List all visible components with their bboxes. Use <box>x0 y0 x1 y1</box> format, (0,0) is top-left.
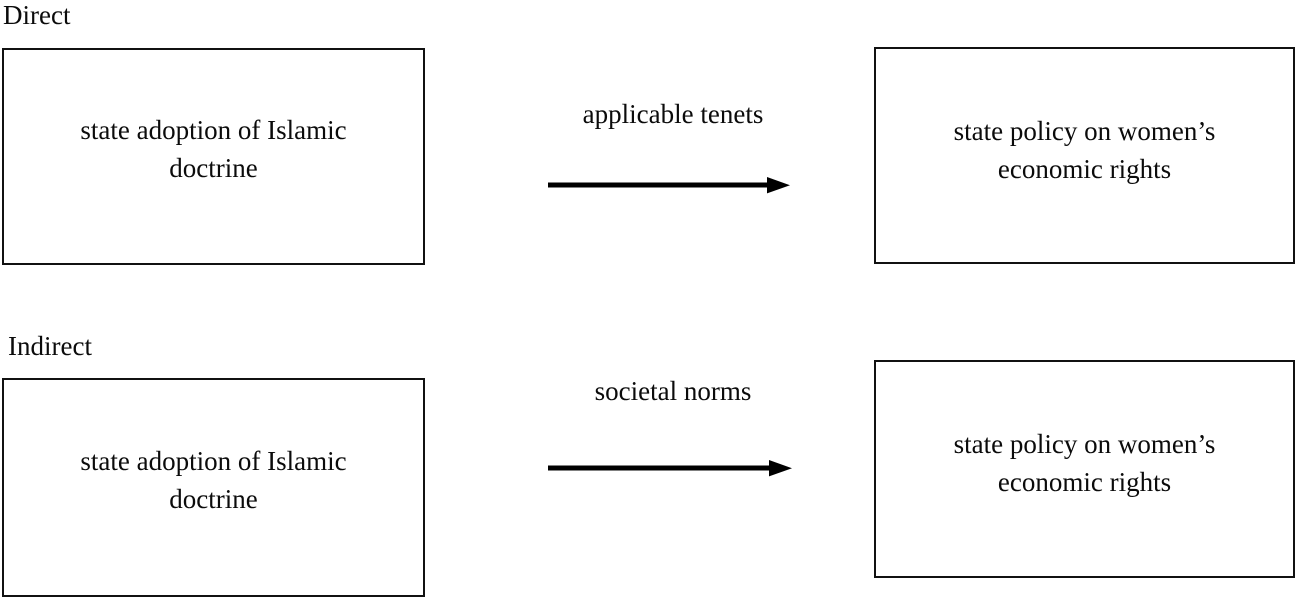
node-text-direct-effect: state policy on women’s economic rights <box>953 115 1216 184</box>
right-arrow-icon-direct <box>548 177 790 194</box>
section-label-indirect: Indirect <box>8 331 92 361</box>
node-text-indirect-effect: state policy on women’s economic rights <box>953 429 1216 497</box>
node-text-direct-cause: state adoption of Islamic doctrine <box>80 114 347 183</box>
edge-label-indirect: societal norms <box>594 376 752 406</box>
section-label-direct: Direct <box>3 0 71 30</box>
node-box-indirect-cause: state adoption of Islamic doctrine <box>2 378 425 597</box>
node-box-direct-effect: state policy on women’s economic rights <box>874 47 1295 264</box>
node-box-direct-cause: state adoption of Islamic doctrine <box>2 48 425 265</box>
node-text-indirect-cause: state adoption of Islamic doctrine <box>80 445 347 514</box>
node-box-indirect-effect: state policy on women’s economic rights <box>874 360 1295 578</box>
edge-label-direct: applicable tenets <box>582 99 764 129</box>
right-arrow-icon-indirect <box>548 460 792 477</box>
